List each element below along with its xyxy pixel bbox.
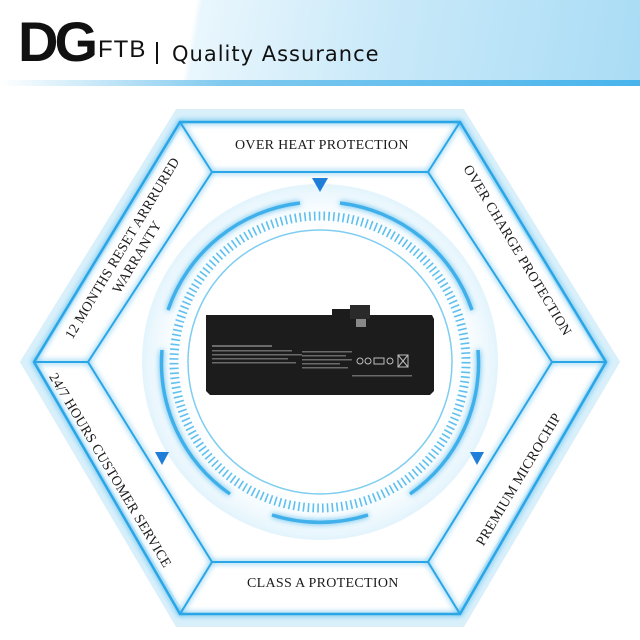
battery-label-print xyxy=(212,345,412,377)
battery-connector xyxy=(350,305,370,319)
feature-over-heat-protection: OVER HEAT PROTECTION xyxy=(235,138,409,153)
battery-image xyxy=(206,305,434,395)
battery-cert-marks xyxy=(356,354,409,368)
tick-ring xyxy=(169,211,471,513)
hexagon-spokes xyxy=(34,121,606,615)
logo-suffix: FTB xyxy=(98,36,147,63)
hexagon-glow xyxy=(19,109,621,627)
dg-logo: DG xyxy=(18,14,98,70)
inner-ring xyxy=(187,229,453,495)
down-arrow-icon xyxy=(470,452,484,465)
tagline: Quality Assurance xyxy=(172,42,380,66)
header-divider xyxy=(156,42,158,64)
down-arrow-icon xyxy=(312,178,328,192)
logo-letters: DG xyxy=(18,10,98,73)
header-stripe xyxy=(0,80,640,86)
feature-class-a-protection: CLASS A PROTECTION xyxy=(247,576,399,591)
down-arrow-icon xyxy=(155,452,169,465)
header-banner: DG FTB Quality Assurance xyxy=(0,0,640,86)
battery-connector-pins xyxy=(356,319,366,327)
outer-arc-ring xyxy=(159,201,481,525)
